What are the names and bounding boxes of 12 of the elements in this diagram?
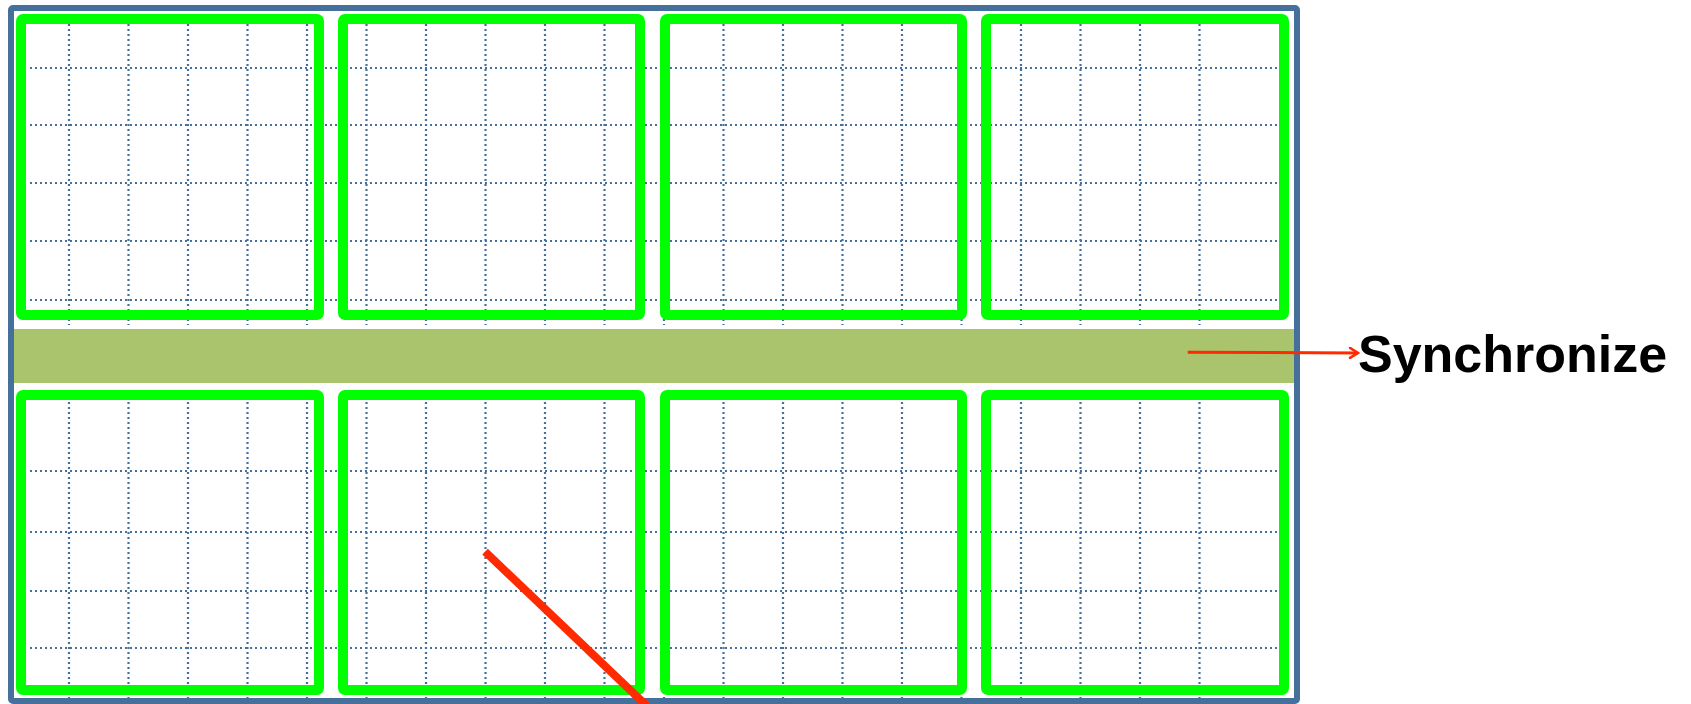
core-block xyxy=(660,14,967,320)
core-block xyxy=(16,390,324,695)
core-block xyxy=(660,390,967,695)
core-block xyxy=(981,390,1289,695)
sync-band xyxy=(14,329,1294,383)
core-block xyxy=(338,390,645,695)
synchronize-label: Synchronize xyxy=(1358,326,1668,384)
arrow xyxy=(1187,346,1360,360)
core-block xyxy=(338,14,645,320)
core-block xyxy=(981,14,1289,320)
core-block xyxy=(16,14,324,320)
leader-line xyxy=(482,548,653,704)
